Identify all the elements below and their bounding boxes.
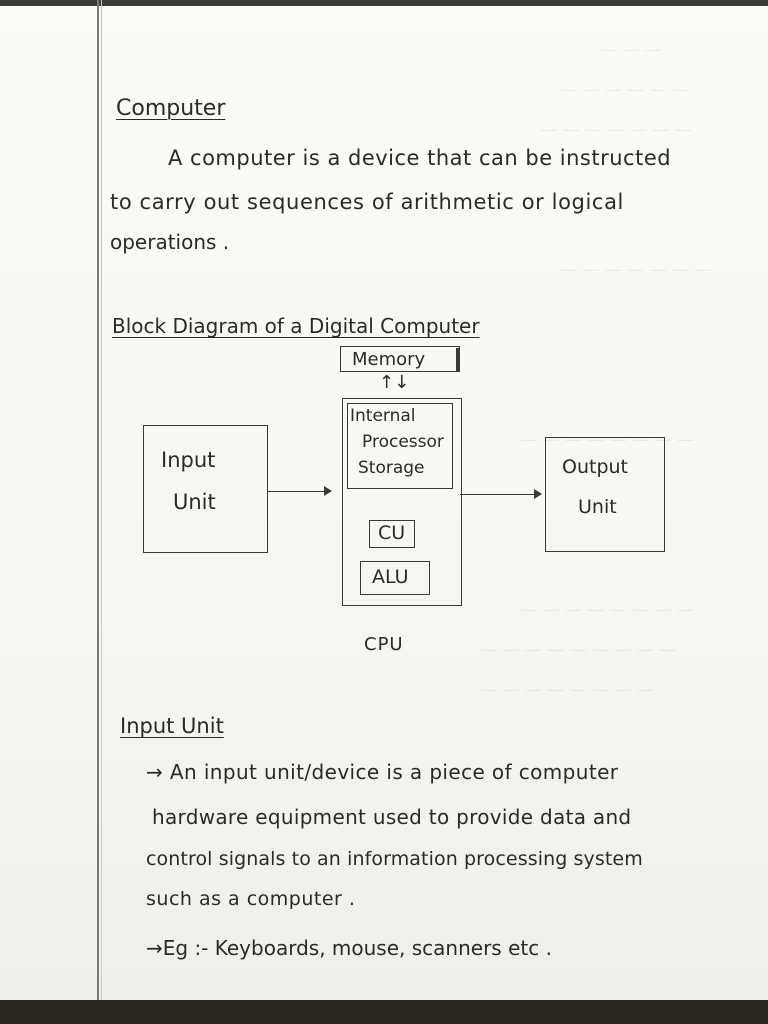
input-unit-box: [143, 425, 268, 553]
internal-storage-label-line-3: Storage: [358, 458, 425, 478]
diagram-title: Block Diagram of a Digital Computer: [112, 314, 480, 338]
memory-box: [340, 346, 460, 372]
input-to-cpu-arrow: [268, 486, 332, 496]
input-unit-label-line-2: Unit: [173, 490, 216, 514]
cu-box: [369, 520, 415, 548]
input-unit-text-line-4: such as a computer .: [146, 888, 356, 910]
cpu-label: CPU: [364, 634, 404, 655]
memory-box-thick-edge: [456, 348, 459, 372]
input-unit-text-line-3: control signals to an information proces…: [146, 848, 643, 870]
alu-label: ALU: [372, 566, 409, 588]
memory-cpu-arrows: ↑↓: [379, 372, 410, 393]
memory-label: Memory: [352, 349, 426, 370]
output-unit-label-line-2: Unit: [578, 496, 617, 518]
page-heading: Computer: [116, 96, 226, 121]
output-unit-label-line-1: Output: [562, 456, 628, 478]
cpu-to-output-arrow: [460, 489, 542, 499]
internal-storage-label-line-1: Internal: [350, 406, 416, 426]
notebook-page: — — — — — — — — — — — — — — — — — — — — …: [0, 0, 768, 1000]
definition-line-2: to carry out sequences of arithmetic or …: [110, 190, 624, 214]
cu-label: CU: [378, 522, 406, 544]
definition-line-1: A computer is a device that can be instr…: [168, 146, 672, 170]
input-unit-heading: Input Unit: [120, 714, 224, 738]
input-unit-example: →Eg :- Keyboards, mouse, scanners etc .: [146, 936, 552, 960]
input-unit-text-line-2: hardware equipment used to provide data …: [152, 805, 632, 829]
output-unit-box: [545, 437, 665, 552]
cpu-box: [342, 398, 462, 606]
input-unit-label-line-1: Input: [161, 448, 216, 472]
alu-box: [360, 561, 430, 595]
internal-storage-label-line-2: Processor: [362, 432, 444, 452]
margin-line: [97, 0, 99, 1000]
input-unit-text-line-1: → An input unit/device is a piece of com…: [146, 760, 619, 784]
margin-line-shadow: [101, 0, 102, 1000]
internal-storage-box: [347, 403, 453, 489]
definition-line-3: operations .: [110, 230, 230, 254]
